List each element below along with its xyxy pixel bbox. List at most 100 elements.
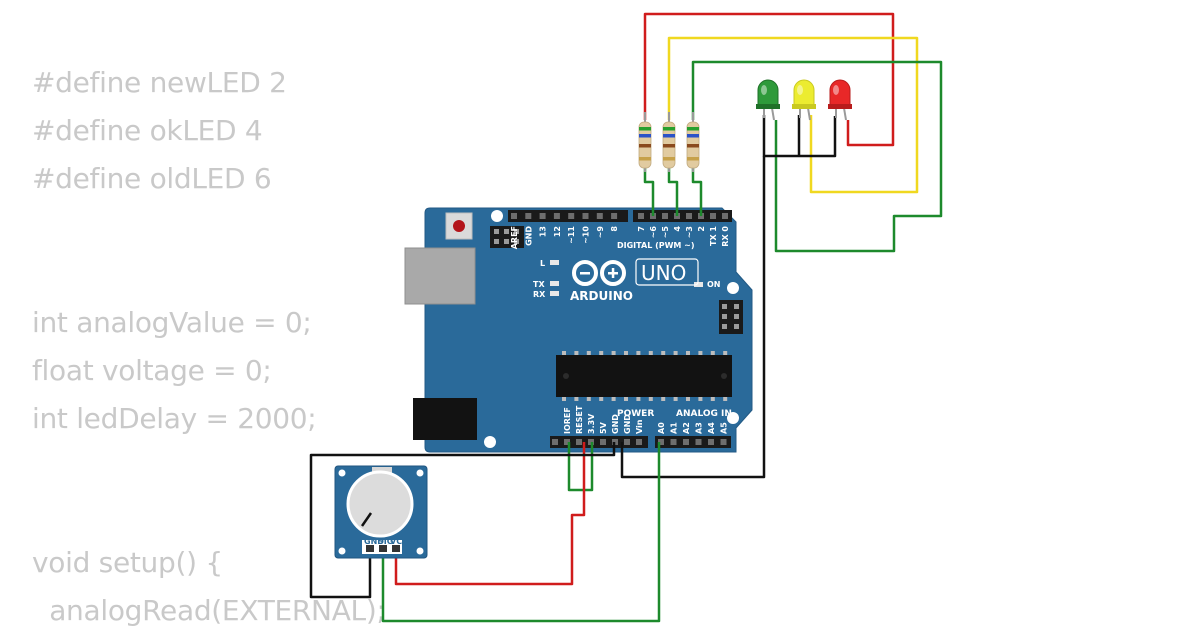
digital-pin-label: ~10	[582, 226, 591, 244]
mounting-hole	[491, 210, 503, 222]
wire-green-3v3-5v-jumper[interactable]	[567, 442, 594, 492]
mounting-hole	[484, 436, 496, 448]
power-pin-socket[interactable]	[576, 439, 582, 445]
chip-leg	[574, 397, 579, 401]
power-pin-label: 5V	[599, 421, 608, 434]
power-pin-socket[interactable]	[564, 439, 570, 445]
wire-green-r3[interactable]	[691, 168, 703, 216]
green-led[interactable]	[756, 79, 780, 121]
digital-pin-socket[interactable]	[511, 213, 517, 219]
wire-red-pot-vcc[interactable]	[394, 442, 586, 586]
analog-pin-label: A3	[695, 422, 704, 434]
digital-pin-label: 2	[697, 226, 706, 232]
wire-red-pin6-red-led[interactable]	[643, 12, 895, 147]
digital-pin-socket[interactable]	[662, 213, 668, 219]
leds[interactable]	[756, 79, 852, 121]
analog-header	[655, 436, 731, 448]
power-pin-socket[interactable]	[552, 439, 558, 445]
arduino-uno-board[interactable]: L TX RX ON ARDUINO UNO DIGITAL (PWM ~) P…	[404, 207, 753, 453]
analog-pin-socket[interactable]	[658, 439, 664, 445]
power-jack	[413, 398, 477, 440]
resistor[interactable]	[638, 112, 652, 172]
red-led[interactable]	[828, 79, 852, 121]
bottom-pin-sockets[interactable]	[552, 439, 727, 445]
potentiometer-module[interactable]: GND SIG VCC	[334, 465, 428, 559]
wire-green-r2[interactable]	[667, 168, 679, 216]
pot-pin-label: VCC	[390, 537, 408, 546]
chip-leg	[562, 397, 566, 401]
arduino-logo-icon	[572, 260, 626, 286]
tx-led-label: TX	[533, 280, 545, 289]
wire-green-pin2-green-led[interactable]	[691, 60, 943, 253]
analog-pin-label: A5	[720, 422, 729, 434]
l-led	[550, 260, 559, 265]
chip-leg	[648, 397, 653, 401]
digital-pin-label: ~6	[649, 226, 658, 239]
wire-yellow-pin4-yellow-led[interactable]	[667, 36, 919, 194]
power-pin-socket[interactable]	[624, 439, 630, 445]
power-header	[550, 436, 648, 448]
code-editor-text: #define newLED 2 #define okLED 4 #define…	[32, 66, 452, 630]
analog-pin-socket[interactable]	[720, 439, 727, 445]
digital-pin-socket[interactable]	[539, 213, 546, 219]
knob-indicator	[360, 512, 373, 527]
analog-pin-socket[interactable]	[670, 439, 677, 445]
wire-black-led-to-gnd[interactable]	[620, 156, 766, 479]
analog-pin-label: A2	[682, 422, 691, 434]
on-label: ON	[707, 280, 721, 289]
digital-pin-label: TX 1	[709, 226, 718, 246]
potentiometer-knob[interactable]	[346, 470, 414, 538]
chip-leg	[562, 351, 566, 355]
chip-leg	[723, 397, 728, 401]
wire-green-r1[interactable]	[643, 168, 655, 216]
digital-pin-socket[interactable]	[525, 213, 532, 219]
power-pin-socket[interactable]	[600, 439, 606, 445]
digital-pin-socket[interactable]	[710, 213, 716, 219]
yellow-led[interactable]	[792, 79, 816, 121]
power-label: POWER	[617, 409, 654, 419]
digital-pin-label: 12	[553, 226, 562, 237]
chip-leg	[673, 351, 678, 355]
analog-pin-label: A4	[707, 422, 716, 434]
brand-label: ARDUINO	[570, 289, 633, 303]
digital-pin-label: AREF	[510, 226, 519, 249]
power-pin-socket[interactable]	[636, 439, 642, 445]
code-line: int analogValue = 0;	[32, 306, 312, 339]
chip-leg	[661, 351, 666, 355]
power-pin-label: 3.3V	[587, 413, 596, 434]
digital-pin-socket[interactable]	[722, 213, 728, 219]
analog-pin-socket[interactable]	[695, 439, 702, 445]
wire-green-pot-sig[interactable]	[381, 442, 661, 623]
digital-header-label: DIGITAL (PWM ~)	[617, 241, 695, 250]
analog-pin-socket[interactable]	[683, 439, 689, 445]
chip-leg	[611, 351, 616, 355]
chip-leg	[673, 397, 678, 401]
mounting-hole	[727, 282, 739, 294]
resistors[interactable]	[638, 112, 700, 172]
resistor[interactable]	[662, 112, 676, 172]
digital-pin-socket[interactable]	[553, 213, 560, 219]
analog-pin-socket[interactable]	[708, 439, 714, 445]
digital-pin-label: 8	[610, 226, 619, 232]
digital-pin-socket[interactable]	[686, 213, 692, 219]
digital-pin-socket[interactable]	[582, 213, 589, 219]
usb-port	[404, 247, 476, 305]
wire-black-pot-gnd[interactable]	[309, 442, 616, 599]
model-label-frame	[635, 258, 699, 286]
digital-pin-socket[interactable]	[611, 213, 618, 219]
l-led-label: L	[540, 259, 545, 268]
digital-pin-socket[interactable]	[638, 213, 644, 219]
rx-led-label: RX	[533, 290, 546, 299]
resistor[interactable]	[686, 112, 700, 172]
digital-pin-socket[interactable]	[568, 213, 575, 219]
digital-pin-socket[interactable]	[596, 213, 603, 219]
digital-pin-label: ~11	[567, 226, 576, 244]
reset-button-cap[interactable]	[453, 220, 465, 232]
chip-leg	[599, 351, 604, 355]
chip-leg	[599, 397, 604, 401]
power-pin-label: IOREF	[563, 407, 572, 434]
microcontroller-chip	[556, 355, 732, 397]
chip-leg	[698, 397, 703, 401]
digital-pin-label: GND	[524, 226, 533, 246]
on-led	[694, 282, 703, 287]
